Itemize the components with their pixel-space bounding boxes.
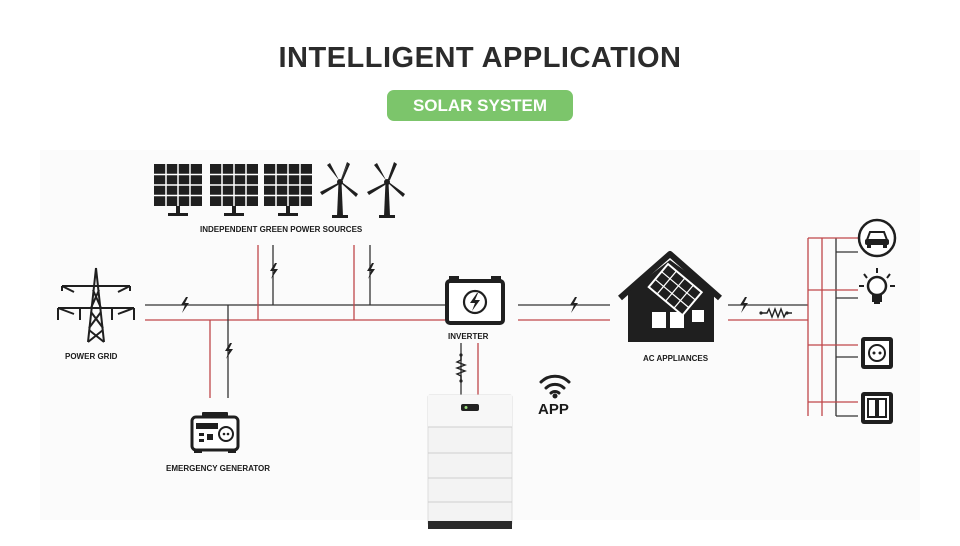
solar-panel-icon [154, 164, 202, 216]
wind-turbine-icon [320, 162, 358, 218]
wifi-icon [539, 374, 571, 395]
battery-stack-icon [427, 394, 513, 529]
lightning-icon [270, 263, 278, 279]
solar-system-badge: SOLAR SYSTEM [387, 90, 573, 121]
app-label: APP [538, 401, 569, 418]
car-icon [857, 218, 897, 258]
emergency-generator-label: EMERGENCY GENERATOR [166, 464, 271, 473]
page-title: INTELLIGENT APPLICATION [278, 42, 682, 74]
ac-appliances-label: AC APPLIANCES [643, 354, 709, 363]
lightning-icon [570, 297, 578, 313]
bulb-icon [859, 268, 895, 304]
lightning-icon [367, 263, 375, 279]
generator-icon [190, 412, 240, 453]
inverter-icon [445, 276, 505, 325]
lightning-icon [181, 297, 189, 313]
lightning-icons [181, 263, 748, 359]
power-tower-icon [57, 267, 135, 343]
resistor-icon [455, 355, 467, 381]
house-icon [618, 251, 722, 342]
lightning-icon [225, 343, 233, 359]
power-grid-label: POWER GRID [65, 352, 118, 361]
wind-turbine-icon [367, 162, 405, 218]
resistor-icon [761, 307, 792, 319]
switch-icon [861, 392, 893, 424]
green-sources-label: INDEPENDENT GREEN POWER SOURCES [200, 225, 363, 234]
solar-panel-icon [210, 164, 258, 216]
solar-panel-icon [264, 164, 312, 216]
lightning-icon [740, 297, 748, 313]
socket-icon [861, 337, 893, 369]
inverter-label: INVERTER [448, 332, 489, 341]
